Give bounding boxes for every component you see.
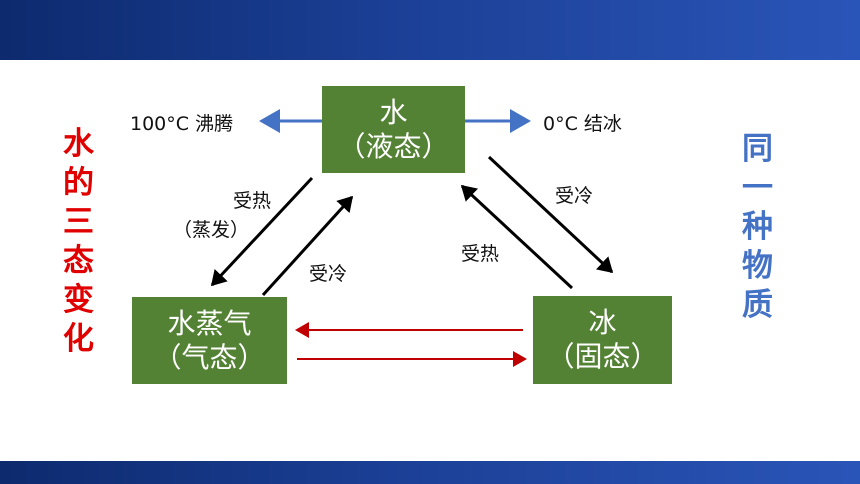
right-title-char: 种 <box>742 209 773 245</box>
liquid-to-gas-arrow <box>210 176 314 287</box>
gas-name: 水蒸气 <box>167 306 252 340</box>
liquid-state-box: 水 （液态） <box>322 86 465 173</box>
boil-label: 100°C 沸腾 <box>130 113 234 135</box>
right-title-char: 同 <box>742 131 773 167</box>
heat-left-label: 受热 <box>233 190 272 212</box>
freeze-label: 0°C 结冰 <box>543 113 622 135</box>
gas-state-box: 水蒸气 （气态） <box>132 297 287 384</box>
cool-right-label: 受冷 <box>555 185 594 207</box>
solid-name: 冰 <box>588 306 617 340</box>
header-bar <box>0 0 860 60</box>
left-title-char: 的 <box>63 165 94 201</box>
liquid-to-solid-arrow <box>487 155 614 274</box>
solid-to-liquid-arrow <box>460 184 574 290</box>
right-title-char: 质 <box>742 287 773 323</box>
liquid-state: （液态） <box>337 129 450 163</box>
right-side-title: 同 一 种 物 质 <box>742 130 773 325</box>
left-title-char: 水 <box>63 126 94 162</box>
right-title-char: 一 <box>742 170 773 206</box>
liquid-name: 水 <box>379 95 408 129</box>
evaporate-label: （蒸发） <box>173 219 250 241</box>
solid-state-box: 冰 （固态） <box>533 296 672 384</box>
solid-state: （固态） <box>546 340 659 373</box>
left-title-char: 变 <box>63 282 94 318</box>
left-side-title: 水 的 三 态 变 化 <box>63 125 94 359</box>
left-title-char: 态 <box>63 243 94 279</box>
right-title-char: 物 <box>742 248 773 284</box>
left-title-char: 化 <box>63 321 94 357</box>
footer-bar <box>0 461 860 484</box>
left-title-char: 三 <box>63 204 94 240</box>
gas-to-liquid-arrow <box>261 195 354 297</box>
cool-left-label: 受冷 <box>309 263 348 285</box>
heat-right-label: 受热 <box>461 243 500 265</box>
gas-state: （气态） <box>153 340 266 374</box>
